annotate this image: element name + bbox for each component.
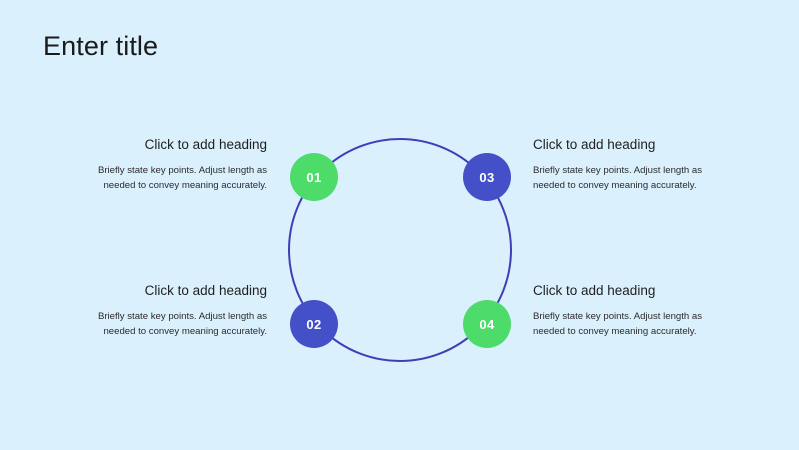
text-block-top-right: Click to add heading Briefly state key p… [533, 136, 705, 193]
node-label-01: 01 [306, 169, 322, 185]
text-block-bottom-right: Click to add heading Briefly state key p… [533, 282, 705, 339]
node-circle-04[interactable]: 04 [463, 300, 511, 348]
node-circle-01[interactable]: 01 [290, 153, 338, 201]
text-block-bottom-left: Click to add heading Briefly state key p… [95, 282, 267, 339]
body-bottom-right[interactable]: Briefly state key points. Adjust length … [533, 311, 703, 337]
heading-bottom-left[interactable]: Click to add heading [144, 283, 267, 298]
text-block-top-left: Click to add heading Briefly state key p… [95, 136, 267, 193]
heading-top-left[interactable]: Click to add heading [144, 137, 267, 152]
node-circle-02[interactable]: 02 [290, 300, 338, 348]
heading-bottom-right[interactable]: Click to add heading [533, 283, 656, 298]
node-label-02: 02 [306, 316, 322, 332]
page-title[interactable]: Enter title [43, 31, 159, 61]
body-top-left[interactable]: Briefly state key points. Adjust length … [97, 165, 267, 191]
body-top-right[interactable]: Briefly state key points. Adjust length … [533, 165, 703, 191]
node-circle-03[interactable]: 03 [463, 153, 511, 201]
heading-top-right[interactable]: Click to add heading [533, 137, 656, 152]
node-label-03: 03 [479, 169, 495, 185]
node-label-04: 04 [479, 316, 495, 332]
body-bottom-left[interactable]: Briefly state key points. Adjust length … [97, 311, 267, 337]
